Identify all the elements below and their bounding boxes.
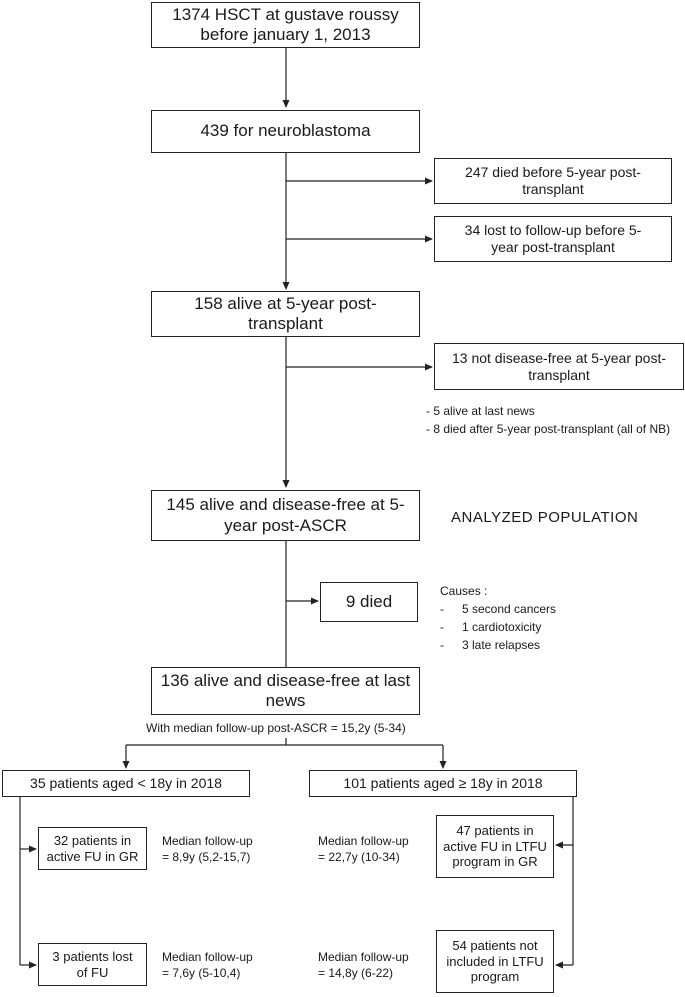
cause-item-second-cancers: -5 second cancers xyxy=(440,602,557,616)
box-not-included-ltfu-line3: program xyxy=(470,969,520,985)
box-not-disease-free-line2: transplant xyxy=(528,366,590,383)
box-lost-fu: 3 patients lost of FU xyxy=(38,943,147,986)
box-active-fu-gr: 32 patients in active FU in GR xyxy=(38,827,147,870)
box-lost-fu-line2: of FU xyxy=(76,964,109,980)
box-over-18: 101 patients aged ≥ 18y in 2018 xyxy=(309,770,577,797)
box-died: 9 died xyxy=(320,582,418,622)
box-analyzed-population: 145 alive and disease-free at 5- year po… xyxy=(151,490,420,541)
box-neuroblastoma: 439 for neuroblastoma xyxy=(151,110,420,153)
box-under-18-text: 35 patients aged < 18y in 2018 xyxy=(30,775,222,792)
note-died-after-5y: - 8 died after 5-year post-transplant (a… xyxy=(426,422,671,436)
box-died-text: 9 died xyxy=(345,591,393,611)
note-alive-last-news: - 5 alive at last news xyxy=(426,404,535,418)
box-lost-before-5y: 34 lost to follow-up before 5- year post… xyxy=(434,216,672,262)
box-alive-last-news-line1: 136 alive and disease-free at last xyxy=(160,670,411,690)
box-not-disease-free-line1: 13 not disease-free at 5-year post- xyxy=(451,349,666,366)
box-lost-fu-line1: 3 patients lost xyxy=(52,948,133,964)
box-active-fu-gr-line2: active FU in GR xyxy=(46,848,139,864)
box-alive-5y-line2: transplant xyxy=(248,314,323,333)
box-died-before-5y-line1: 247 died before 5-year post- xyxy=(465,164,641,181)
box-analyzed-line1: 145 alive and disease-free at 5- xyxy=(166,495,405,515)
box-not-included-ltfu-line2: included in LTFU xyxy=(446,953,544,969)
box-not-included-ltfu-line1: 54 patients not xyxy=(452,938,538,954)
box-under-18: 35 patients aged < 18y in 2018 xyxy=(2,770,250,797)
box-active-fu-ltfu-line2: active FU in LTFU xyxy=(443,838,547,854)
label-analyzed-population: ANALYZED POPULATION xyxy=(451,509,639,526)
box-active-fu-ltfu: 47 patients in active FU in LTFU program… xyxy=(436,815,554,878)
median-not-included: Median follow-up = 14,8y (6-22) xyxy=(318,950,409,981)
median-active-ltfu: Median follow-up = 22,7y (10-34) xyxy=(318,834,409,865)
median-active-gr: Median follow-up = 8,9y (5,2-15,7) xyxy=(162,834,253,865)
note-not-disease-free-details: - 5 alive at last news - 8 died after 5-… xyxy=(426,402,670,438)
box-alive-5y: 158 alive at 5-year post- transplant xyxy=(151,291,420,337)
box-not-included-ltfu: 54 patients not included in LTFU program xyxy=(436,930,554,993)
box-hsct-line2: before january 1, 2013 xyxy=(200,25,371,44)
box-lost-before-5y-line1: 34 lost to follow-up before 5- xyxy=(464,222,642,239)
note-median-followup-overall: With median follow-up post-ASCR = 15,2y … xyxy=(146,721,406,735)
box-alive-last-news: 136 alive and disease-free at last news xyxy=(151,667,420,715)
box-died-before-5y-line2: transplant xyxy=(522,181,584,197)
causes-list: Causes : -5 second cancers -1 cardiotoxi… xyxy=(440,582,556,654)
box-hsct-total: 1374 HSCT at gustave roussy before janua… xyxy=(151,2,420,48)
median-lost-fu: Median follow-up = 7,6y (5-10,4) xyxy=(162,950,253,981)
box-lost-before-5y-line2: year post-transplant xyxy=(491,239,615,255)
box-died-before-5y: 247 died before 5-year post- transplant xyxy=(434,158,672,204)
box-active-fu-gr-line1: 32 patients in xyxy=(53,832,132,848)
box-hsct-line1: 1374 HSCT at gustave roussy xyxy=(172,4,399,24)
box-analyzed-line2: year post-ASCR xyxy=(224,515,347,535)
box-alive-last-news-line2: news xyxy=(265,691,306,710)
cause-item-cardiotoxicity: -1 cardiotoxicity xyxy=(440,620,542,634)
box-over-18-text: 101 patients aged ≥ 18y in 2018 xyxy=(343,775,543,792)
box-neuroblastoma-text: 439 for neuroblastoma xyxy=(200,121,371,141)
box-active-fu-ltfu-line1: 47 patients in xyxy=(456,823,534,839)
causes-title: Causes : xyxy=(440,584,488,598)
cause-item-late-relapses: -3 late relapses xyxy=(440,638,541,652)
box-alive-5y-line1: 158 alive at 5-year post- xyxy=(194,293,377,313)
box-active-fu-ltfu-line3: program in GR xyxy=(452,854,538,870)
box-not-disease-free: 13 not disease-free at 5-year post- tran… xyxy=(434,343,684,390)
